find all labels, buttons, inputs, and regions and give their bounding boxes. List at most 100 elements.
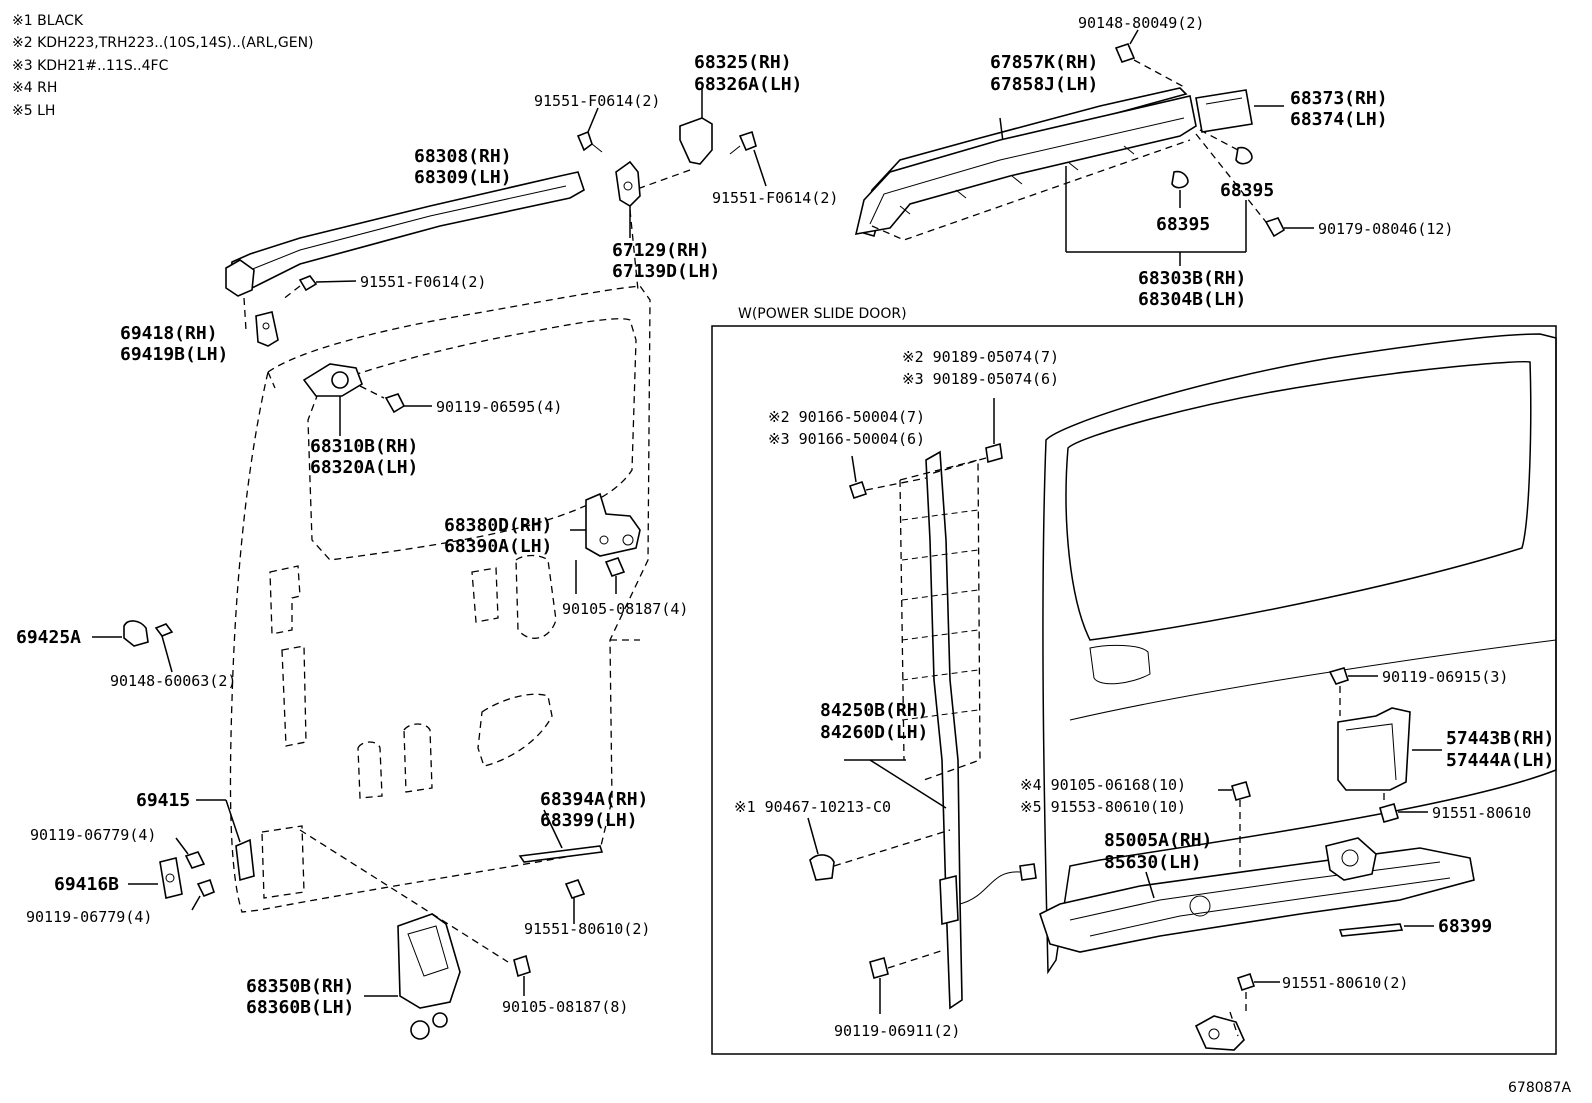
label-90119-06915: 90119-06915(3) <box>1382 668 1508 686</box>
label-68360b: 68360B(LH) <box>246 997 354 1018</box>
latch-assembly <box>1194 1011 1245 1051</box>
slide-door-outline <box>229 285 651 913</box>
label-n1-90467: ※1 90467-10213-C0 <box>734 798 891 816</box>
bolt-91551-f0614-right <box>729 130 767 187</box>
bracket-line-68303 <box>1065 166 1247 266</box>
bolt-91551-80610 <box>1379 790 1428 823</box>
label-90105-08187-8: 90105-08187(8) <box>502 998 628 1016</box>
label-68394a: 68394A(RH) <box>540 789 648 810</box>
label-91551-f0614-c: 91551-F0614(2) <box>360 273 486 291</box>
clip-90467-10213 <box>807 817 951 881</box>
hinge-68380d <box>570 492 641 594</box>
label-67129: 67129(RH) <box>612 240 710 261</box>
label-68310b: 68310B(RH) <box>310 436 418 457</box>
label-91551-80610: 91551-80610 <box>1432 804 1531 822</box>
bolt-90119-06779-a <box>175 837 206 869</box>
upper-rail-68308 <box>225 171 585 331</box>
label-68320a: 68320A(LH) <box>310 457 418 478</box>
bolt-90105-08187-4 <box>604 557 626 594</box>
bolt-91551-80610-2b <box>1236 972 1280 1012</box>
inset-title: W(POWER SLIDE DOOR) <box>738 306 907 322</box>
part-labels: 68325(RH) 68326A(LH) 91551-F0614(2) 9155… <box>16 14 1571 1096</box>
label-69419b: 69419B(LH) <box>120 344 228 365</box>
label-91551-f0614-a: 91551-F0614(2) <box>534 92 660 110</box>
cover-68373 <box>1195 89 1284 133</box>
label-68325: 68325(RH) <box>694 52 792 73</box>
bolt-91551-f0614-left <box>576 107 603 153</box>
label-68304b: 68304B(LH) <box>1138 289 1246 310</box>
label-68390a: 68390A(LH) <box>444 536 552 557</box>
bolt-90105-06168 <box>1218 781 1251 870</box>
label-68395-b: 68395 <box>1156 214 1210 235</box>
bracket-69418 <box>255 311 279 347</box>
bolt-90105-08187-8 <box>513 954 531 996</box>
note-1: ※1 BLACK <box>12 13 84 29</box>
label-90119-06779-a: 90119-06779(4) <box>30 826 156 844</box>
label-69415: 69415 <box>136 790 190 811</box>
label-90119-06779-b: 90119-06779(4) <box>26 908 152 926</box>
note-3: ※3 KDH21#..11S..4FC <box>12 58 169 74</box>
label-68395-a: 68395 <box>1220 180 1274 201</box>
label-n5-91553: ※5 91553-80610(10) <box>1020 798 1186 816</box>
washer-68395-a <box>1199 129 1253 165</box>
bolt-90119-06779-b <box>191 878 215 911</box>
bolt-90119-06915 <box>1328 667 1378 716</box>
label-67139d: 67139D(LH) <box>612 261 720 282</box>
roller-68310b <box>302 363 363 436</box>
bolt-91551-80610-2a <box>564 879 586 924</box>
clip-90189-05074 <box>929 398 1003 475</box>
bracket-57443b <box>1337 707 1442 791</box>
label-68309: 68309(LH) <box>414 167 512 188</box>
bracket-67129 <box>615 160 641 291</box>
bolt-91551-f0614-rail <box>281 275 357 301</box>
label-68374: 68374(LH) <box>1290 109 1388 130</box>
label-68373: 68373(RH) <box>1290 88 1388 109</box>
label-57444a: 57444A(LH) <box>1446 750 1554 771</box>
label-67857k: 67857K(RH) <box>990 52 1098 73</box>
label-69425a: 69425A <box>16 627 81 648</box>
washer-68395-b <box>1171 170 1189 208</box>
label-90119-06911: 90119-06911(2) <box>834 1022 960 1040</box>
roller-68350b <box>299 829 509 1040</box>
striker-69415 <box>196 799 255 882</box>
label-68303b: 68303B(RH) <box>1138 268 1246 289</box>
label-n3-90189: ※3 90189-05074(6) <box>902 370 1059 388</box>
bolt-90166-50004 <box>848 455 927 500</box>
label-90179-08046: 90179-08046(12) <box>1318 220 1453 238</box>
label-91551-80610-2b: 91551-80610(2) <box>1282 974 1408 992</box>
note-2: ※2 KDH223,TRH223..(10S,14S)..(ARL,GEN) <box>12 35 314 51</box>
label-68399: 68399 <box>1438 916 1492 937</box>
bolt-90119-06595 <box>359 385 432 414</box>
label-57443b: 57443B(RH) <box>1446 728 1554 749</box>
plate-69416b <box>128 857 183 899</box>
bumper-69425a <box>92 620 174 673</box>
bolt-90148-80049 <box>1114 29 1187 89</box>
label-68399-lh: 68399(LH) <box>540 810 638 831</box>
label-90148-60063: 90148-60063(2) <box>110 672 236 690</box>
label-84260d: 84260D(LH) <box>820 722 928 743</box>
label-91551-80610-2a: 91551-80610(2) <box>524 920 650 938</box>
upper-rail-68303b <box>854 95 1197 241</box>
label-n2-90166: ※2 90166-50004(7) <box>768 408 925 426</box>
label-90148-80049: 90148-80049(2) <box>1078 14 1204 32</box>
note-4: ※4 RH <box>12 80 57 96</box>
label-68326a: 68326A(LH) <box>694 74 802 95</box>
label-n3-90166: ※3 90166-50004(6) <box>768 430 925 448</box>
label-67858j: 67858J(LH) <box>990 74 1098 95</box>
slide-motor-85005a <box>1039 837 1475 953</box>
label-85005a: 85005A(RH) <box>1104 830 1212 851</box>
nut-90179-08046 <box>1195 133 1314 238</box>
label-69416b: 69416B <box>54 874 119 895</box>
rod-68394a <box>518 809 604 863</box>
note-5: ※5 LH <box>12 103 55 119</box>
label-85630: 85630(LH) <box>1104 852 1202 873</box>
figure-code: 678087A <box>1508 1080 1571 1096</box>
bolt-90119-06911 <box>869 949 945 1014</box>
label-69418: 69418(RH) <box>120 323 218 344</box>
label-90119-06595: 90119-06595(4) <box>436 398 562 416</box>
label-68308: 68308(RH) <box>414 146 512 167</box>
label-n2-90189: ※2 90189-05074(7) <box>902 348 1059 366</box>
label-90105-08187-4: 90105-08187(4) <box>562 600 688 618</box>
label-84250b: 84250B(RH) <box>820 700 928 721</box>
